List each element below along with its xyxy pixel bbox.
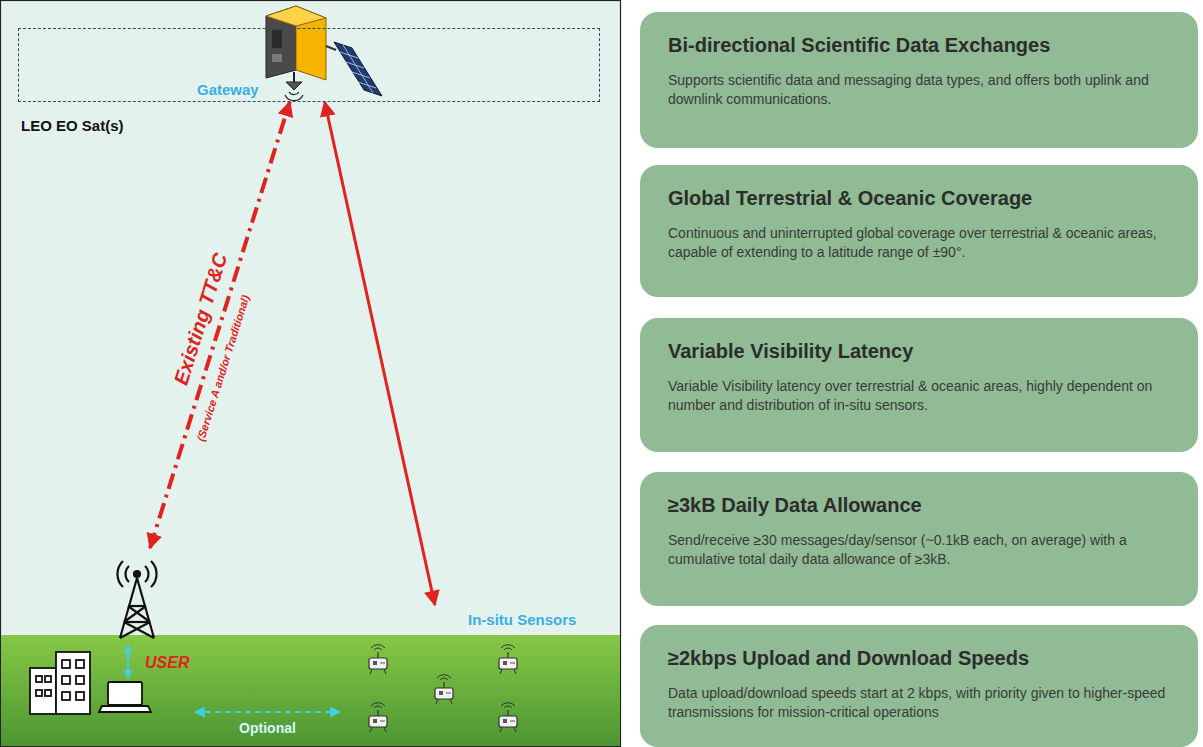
card-heading: Global Terrestrial & Oceanic Coverage xyxy=(668,187,1172,210)
feature-card: ≥3kB Daily Data AllowanceSend/receive ≥3… xyxy=(640,472,1198,606)
sensor-group: In-situ Sensors xyxy=(340,605,600,740)
region-label: LEO EO Sat(s) xyxy=(21,117,124,134)
laptop-icon xyxy=(99,682,151,712)
card-heading: ≥2kbps Upload and Download Speeds xyxy=(668,647,1172,670)
user-tower-link xyxy=(127,645,129,678)
tt-and-c-link xyxy=(150,102,290,548)
edge-label: Existing TT&C xyxy=(169,250,232,387)
card-heading: Bi-directional Scientific Data Exchanges xyxy=(668,34,1172,57)
user-site: USER xyxy=(20,548,195,725)
satellite-icon xyxy=(266,6,382,101)
buildings-icon xyxy=(30,652,90,714)
optional-link xyxy=(195,711,340,713)
feature-card: ≥2kbps Upload and Download SpeedsData up… xyxy=(640,625,1198,747)
sensor-label: In-situ Sensors xyxy=(468,611,576,628)
card-body: Variable Visibility latency over terrest… xyxy=(668,377,1172,415)
card-body: Data upload/download speeds start at 2 k… xyxy=(668,684,1172,722)
feature-card: Bi-directional Scientific Data Exchanges… xyxy=(640,12,1198,148)
card-body: Continuous and uninterrupted global cove… xyxy=(668,224,1172,262)
sensor-link xyxy=(325,102,435,605)
card-body: Send/receive ≥30 messages/day/sensor (~0… xyxy=(668,531,1172,569)
feature-card: Variable Visibility LatencyVariable Visi… xyxy=(640,318,1198,452)
link-note: (Service A and/or Traditional) xyxy=(195,293,252,442)
gateway-label: Gateway xyxy=(197,81,259,98)
card-body: Supports scientific data and messaging d… xyxy=(668,71,1172,109)
sensor-icons xyxy=(369,645,517,732)
card-heading: Variable Visibility Latency xyxy=(668,340,1172,363)
user-label: USER xyxy=(145,654,189,672)
radio-tower-icon xyxy=(117,561,156,638)
ground xyxy=(1,635,620,746)
edge-label: Optional xyxy=(239,720,296,736)
gateway-region: GatewayLEO EO Sat(s) xyxy=(18,28,600,102)
left-panel xyxy=(1,1,621,747)
feature-card: Global Terrestrial & Oceanic CoverageCon… xyxy=(640,165,1198,297)
card-heading: ≥3kB Daily Data Allowance xyxy=(668,494,1172,517)
